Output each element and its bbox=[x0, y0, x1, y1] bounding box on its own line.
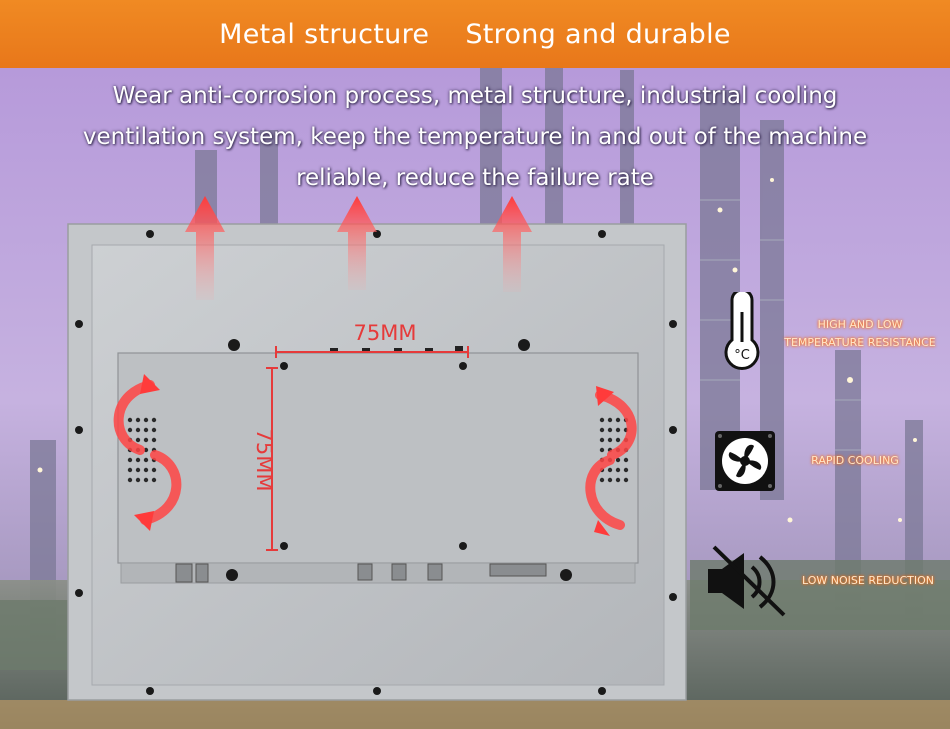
title-banner: Metal structure Strong and durable bbox=[0, 0, 950, 68]
dimension-lines bbox=[266, 346, 469, 551]
heat-arrow-center bbox=[337, 196, 377, 290]
fan-icon bbox=[715, 431, 775, 491]
banner-title-right: Strong and durable bbox=[465, 18, 731, 50]
feature-label-cooling: RAPID COOLING bbox=[811, 454, 899, 467]
mute-speaker-icon bbox=[708, 545, 786, 617]
description-text: Wear anti-corrosion process, metal struc… bbox=[40, 76, 910, 199]
banner-title-left: Metal structure bbox=[219, 18, 430, 50]
dimension-vertical-label: 75MM bbox=[252, 429, 276, 492]
description-line-1: Wear anti-corrosion process, metal struc… bbox=[112, 83, 838, 109]
screws bbox=[75, 230, 677, 695]
back-cover bbox=[117, 352, 639, 564]
thermometer-icon: °C bbox=[724, 292, 760, 370]
feature-label-noise: LOW NOISE REDUCTION bbox=[802, 574, 934, 587]
heat-arrow-left bbox=[185, 196, 225, 300]
dimension-horizontal-label: 75MM bbox=[354, 321, 417, 345]
heat-arrows bbox=[185, 196, 532, 300]
heat-arrow-right bbox=[492, 196, 532, 292]
svg-text:°C: °C bbox=[734, 348, 750, 363]
feature-label-temperature: HIGH AND LOW TEMPERATURE RESISTANCE bbox=[784, 318, 936, 349]
description-line-3: reliable, reduce the failure rate bbox=[296, 165, 654, 191]
circulation-arrows bbox=[113, 380, 637, 530]
description-line-2: ventilation system, keep the temperature… bbox=[82, 124, 868, 150]
